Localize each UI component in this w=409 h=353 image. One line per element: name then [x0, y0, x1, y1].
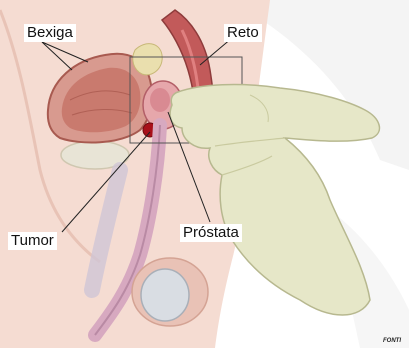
source-credit: FONTI — [383, 338, 401, 344]
prostate-lobe — [150, 88, 170, 112]
seminal-vesicle — [133, 44, 162, 75]
testicle — [141, 269, 189, 321]
label-reto: Reto — [224, 24, 262, 42]
label-tumor: Tumor — [8, 232, 57, 250]
label-prostata: Próstata — [180, 224, 242, 242]
label-bexiga: Bexiga — [24, 24, 76, 42]
